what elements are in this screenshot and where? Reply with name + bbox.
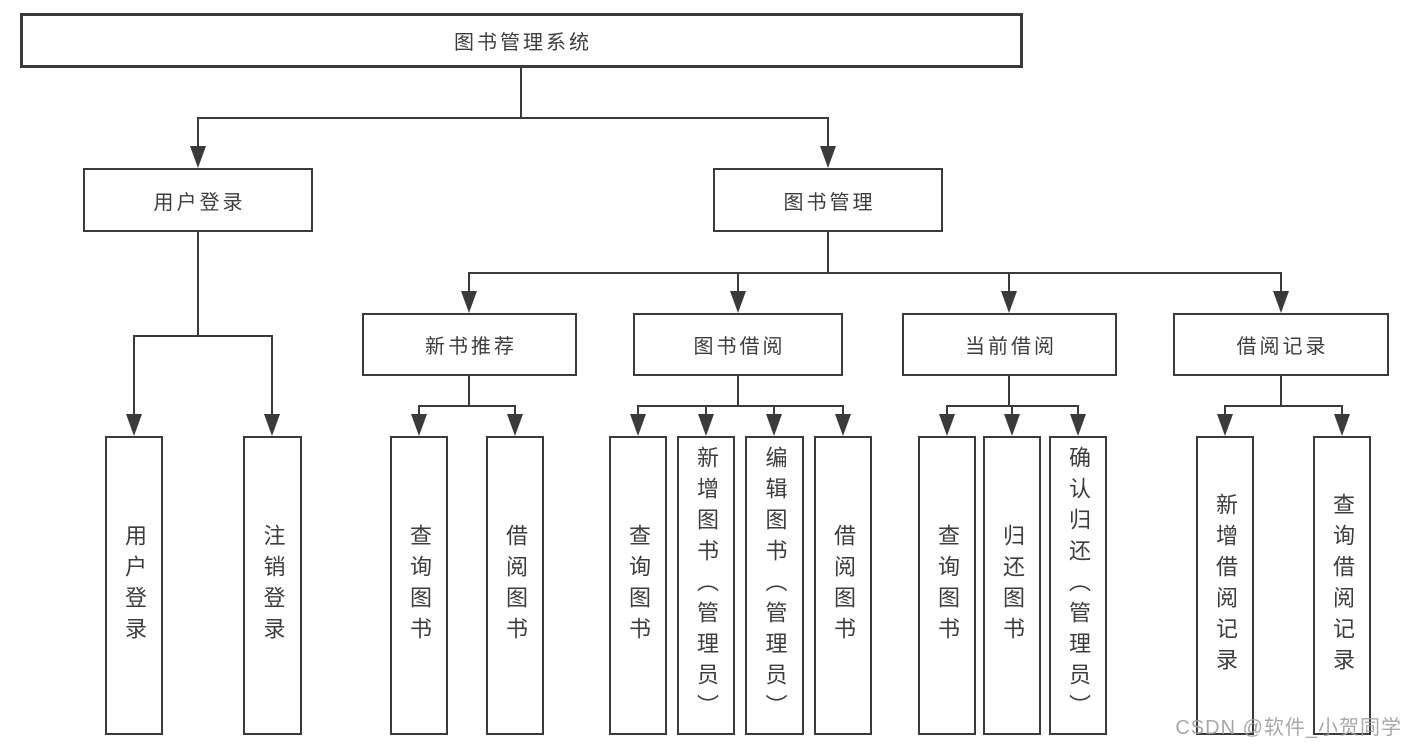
node-label: 借阅图书 [503, 523, 528, 648]
connector-line [737, 273, 739, 295]
node-label: 确认归还（管理员） [1066, 446, 1091, 725]
connector-line [1224, 406, 1226, 418]
node-label: 借阅记录 [1236, 336, 1329, 358]
leaf-current-return: 归还图书 [983, 436, 1041, 735]
connector-arrowhead [461, 291, 477, 313]
connector-line [514, 406, 516, 418]
node-label: 图书管理系统 [454, 32, 592, 54]
connector-line [197, 118, 199, 150]
connector-line [1011, 406, 1013, 418]
connector-arrowhead [1070, 414, 1086, 436]
connector-arrowhead [507, 414, 523, 436]
connector-line [946, 406, 948, 418]
node-label: 查询图书 [935, 523, 960, 648]
node-root: 图书管理系统 [20, 13, 1023, 68]
leaf-records-query: 查询借阅记录 [1313, 436, 1371, 735]
connector-line [773, 406, 775, 418]
connector-line [1280, 273, 1282, 295]
node-new-book-recommend: 新书推荐 [362, 313, 577, 376]
connector-line [271, 336, 273, 418]
node-label: 新书推荐 [425, 336, 517, 358]
connector-arrowhead [730, 291, 746, 313]
connector-arrowhead [835, 414, 851, 436]
node-book-borrow: 图书借阅 [633, 313, 843, 376]
leaf-newbooks-borrow: 借阅图书 [486, 436, 544, 735]
connector-line [197, 117, 829, 119]
leaf-records-add: 新增借阅记录 [1196, 436, 1254, 735]
connector-line [1008, 376, 1010, 406]
leaf-current-query: 查询图书 [918, 436, 976, 735]
connector-line [827, 118, 829, 150]
node-borrow-records: 借阅记录 [1173, 313, 1389, 376]
leaf-borrow-edit: 编辑图书（管理员） [745, 436, 804, 735]
leaf-borrow-add: 新增图书（管理员） [677, 436, 735, 735]
node-label: 用户登录 [122, 523, 147, 648]
connector-arrowhead [630, 414, 646, 436]
connector-arrowhead [126, 414, 142, 436]
node-label: 用户登录 [153, 191, 246, 214]
node-label: 图书管理 [783, 191, 876, 214]
connector-arrowhead [820, 146, 836, 168]
connector-line [1008, 273, 1010, 295]
leaf-borrow-borrow: 借阅图书 [814, 436, 872, 735]
connector-arrowhead [1273, 291, 1289, 313]
node-label: 新增借阅记录 [1213, 492, 1238, 679]
connector-line [468, 272, 1282, 274]
connector-arrowhead [1004, 414, 1020, 436]
connector-line [197, 232, 199, 336]
node-label: 查询图书 [407, 523, 432, 648]
connector-arrowhead [411, 414, 427, 436]
leaf-logout: 注销登录 [243, 436, 302, 735]
connector-line [705, 406, 707, 418]
connector-line [1280, 376, 1282, 406]
connector-line [468, 273, 470, 295]
connector-arrowhead [264, 414, 280, 436]
connector-line [418, 406, 420, 418]
node-label: 查询借阅记录 [1330, 492, 1355, 679]
connector-line [468, 376, 470, 406]
node-label: 新增图书（管理员） [694, 446, 719, 725]
leaf-user-login: 用户登录 [105, 436, 163, 735]
connector-line [133, 336, 135, 418]
connector-arrowhead [698, 414, 714, 436]
leaf-current-confirm: 确认归还（管理员） [1049, 436, 1107, 735]
connector-arrowhead [1001, 291, 1017, 313]
connector-line [842, 406, 844, 418]
node-label: 查询图书 [626, 523, 651, 648]
connector-arrowhead [190, 146, 206, 168]
connector-line [1077, 406, 1079, 418]
node-current-borrow: 当前借阅 [902, 313, 1117, 376]
node-user-login: 用户登录 [83, 168, 313, 232]
node-label: 注销登录 [260, 523, 286, 648]
leaf-newbooks-query: 查询图书 [390, 436, 448, 735]
connector-arrowhead [766, 414, 782, 436]
connector-line [827, 232, 829, 273]
connector-line [737, 376, 739, 406]
connector-line [418, 405, 516, 407]
node-label: 编辑图书（管理员） [762, 446, 788, 725]
connector-line [637, 405, 844, 407]
connector-arrowhead [1217, 414, 1233, 436]
connector-arrowhead [1334, 414, 1350, 436]
connector-line [133, 335, 273, 337]
node-label: 图书借阅 [693, 336, 786, 358]
node-label: 归还图书 [1000, 523, 1025, 648]
node-label: 借阅图书 [831, 523, 856, 648]
connector-line [637, 406, 639, 418]
connector-line [520, 68, 522, 118]
node-book-management: 图书管理 [713, 168, 943, 232]
connector-arrowhead [939, 414, 955, 436]
connector-line [1341, 406, 1343, 418]
csdn-watermark: CSDN @软件_小贺同学 [1175, 717, 1402, 739]
leaf-borrow-query: 查询图书 [609, 436, 667, 735]
connector-line [1224, 405, 1343, 407]
node-label: 当前借阅 [965, 336, 1057, 358]
